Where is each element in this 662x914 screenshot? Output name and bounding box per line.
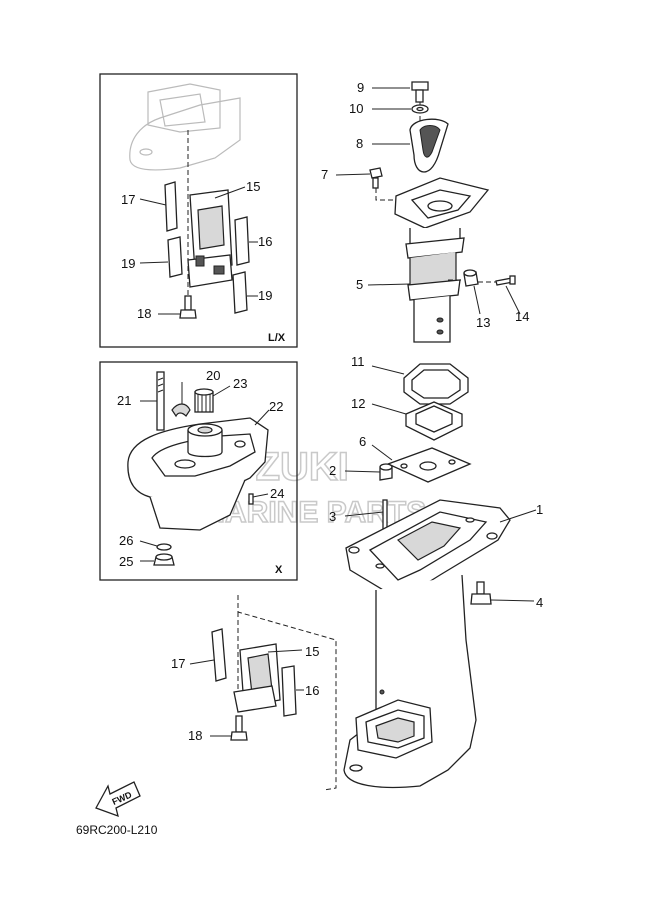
lx-part-19a bbox=[139, 236, 183, 278]
part-4 bbox=[470, 581, 535, 605]
lx-part-15 bbox=[187, 186, 246, 288]
box-lx-frame bbox=[99, 73, 298, 348]
lx-part-16 bbox=[234, 216, 258, 266]
x-pump-housing bbox=[187, 423, 223, 458]
callout-2: 2 bbox=[329, 463, 336, 478]
callout-13: 13 bbox=[476, 315, 490, 330]
callout-lx-17: 17 bbox=[121, 192, 135, 207]
mount-part-16 bbox=[281, 665, 304, 717]
callout-lx-16: 16 bbox=[258, 234, 272, 249]
callout-7: 7 bbox=[321, 167, 328, 182]
callout-1: 1 bbox=[536, 502, 543, 517]
part-10 bbox=[372, 104, 429, 114]
part-9 bbox=[372, 81, 429, 103]
part-14 bbox=[478, 275, 521, 315]
x-part-25 bbox=[140, 553, 175, 566]
lx-part-17 bbox=[139, 181, 178, 232]
part-5 bbox=[367, 177, 490, 343]
x-part-23 bbox=[194, 385, 231, 413]
part-8 bbox=[372, 118, 449, 173]
callout-8: 8 bbox=[356, 136, 363, 151]
part-11 bbox=[371, 363, 469, 405]
diagram-code: 69RC200-L210 bbox=[76, 823, 158, 837]
box-x-frame bbox=[99, 361, 298, 581]
callout-lx-18: 18 bbox=[137, 306, 151, 321]
part-13 bbox=[448, 269, 481, 315]
mount-part-18 bbox=[210, 715, 248, 741]
x-part-21 bbox=[140, 371, 165, 431]
x-part-24 bbox=[248, 493, 269, 505]
fwd-arrow: FWD bbox=[95, 781, 141, 818]
callout-lx-15: 15 bbox=[246, 179, 260, 194]
box-lx: 17 15 16 19 19 18 L/X bbox=[99, 73, 298, 348]
callout-4: 4 bbox=[536, 595, 543, 610]
x-part-20 bbox=[171, 382, 191, 418]
callout-x-23: 23 bbox=[233, 376, 247, 391]
box-lx-label: L/X bbox=[268, 332, 286, 344]
callout-lx-19b: 19 bbox=[258, 288, 272, 303]
mount-part-15 bbox=[233, 643, 303, 713]
callout-12: 12 bbox=[351, 396, 365, 411]
callout-x-24: 24 bbox=[270, 486, 284, 501]
part-12 bbox=[371, 401, 463, 441]
part-7 bbox=[335, 167, 396, 201]
mount-group: 17 15 16 18 bbox=[171, 595, 337, 791]
mount-part-17 bbox=[189, 628, 227, 682]
part-6 bbox=[371, 444, 472, 483]
callout-x-22: 22 bbox=[269, 399, 283, 414]
lx-part-19b bbox=[232, 271, 258, 314]
box-x: 20 21 23 22 24 26 25 X bbox=[99, 361, 298, 581]
callout-x-26: 26 bbox=[119, 533, 133, 548]
callout-x-21: 21 bbox=[117, 393, 131, 408]
callout-3: 3 bbox=[329, 509, 336, 524]
box-x-label: X bbox=[275, 564, 283, 576]
lx-part-18 bbox=[158, 295, 197, 319]
part-2 bbox=[344, 463, 393, 481]
part-1 bbox=[343, 499, 537, 789]
callout-m-16: 16 bbox=[305, 683, 319, 698]
ghost-housing-top bbox=[129, 83, 241, 300]
callout-5: 5 bbox=[356, 277, 363, 292]
callout-9: 9 bbox=[357, 80, 364, 95]
callout-6: 6 bbox=[359, 434, 366, 449]
main-assembly: 9 10 8 7 5 13 14 11 12 6 2 3 1 4 bbox=[321, 80, 543, 789]
callout-m-18: 18 bbox=[188, 728, 202, 743]
callout-x-25: 25 bbox=[119, 554, 133, 569]
callout-m-17: 17 bbox=[171, 656, 185, 671]
watermark-sub: MARINE PARTS bbox=[200, 496, 426, 529]
x-part-26 bbox=[139, 540, 172, 551]
callout-11: 11 bbox=[351, 354, 365, 369]
callout-14: 14 bbox=[515, 309, 529, 324]
callout-m-15: 15 bbox=[305, 644, 319, 659]
x-part-22 bbox=[127, 409, 270, 531]
callout-x-20: 20 bbox=[206, 368, 220, 383]
fwd-arrow-icon bbox=[95, 781, 141, 818]
callout-lx-19a: 19 bbox=[121, 256, 135, 271]
callout-10: 10 bbox=[349, 101, 363, 116]
